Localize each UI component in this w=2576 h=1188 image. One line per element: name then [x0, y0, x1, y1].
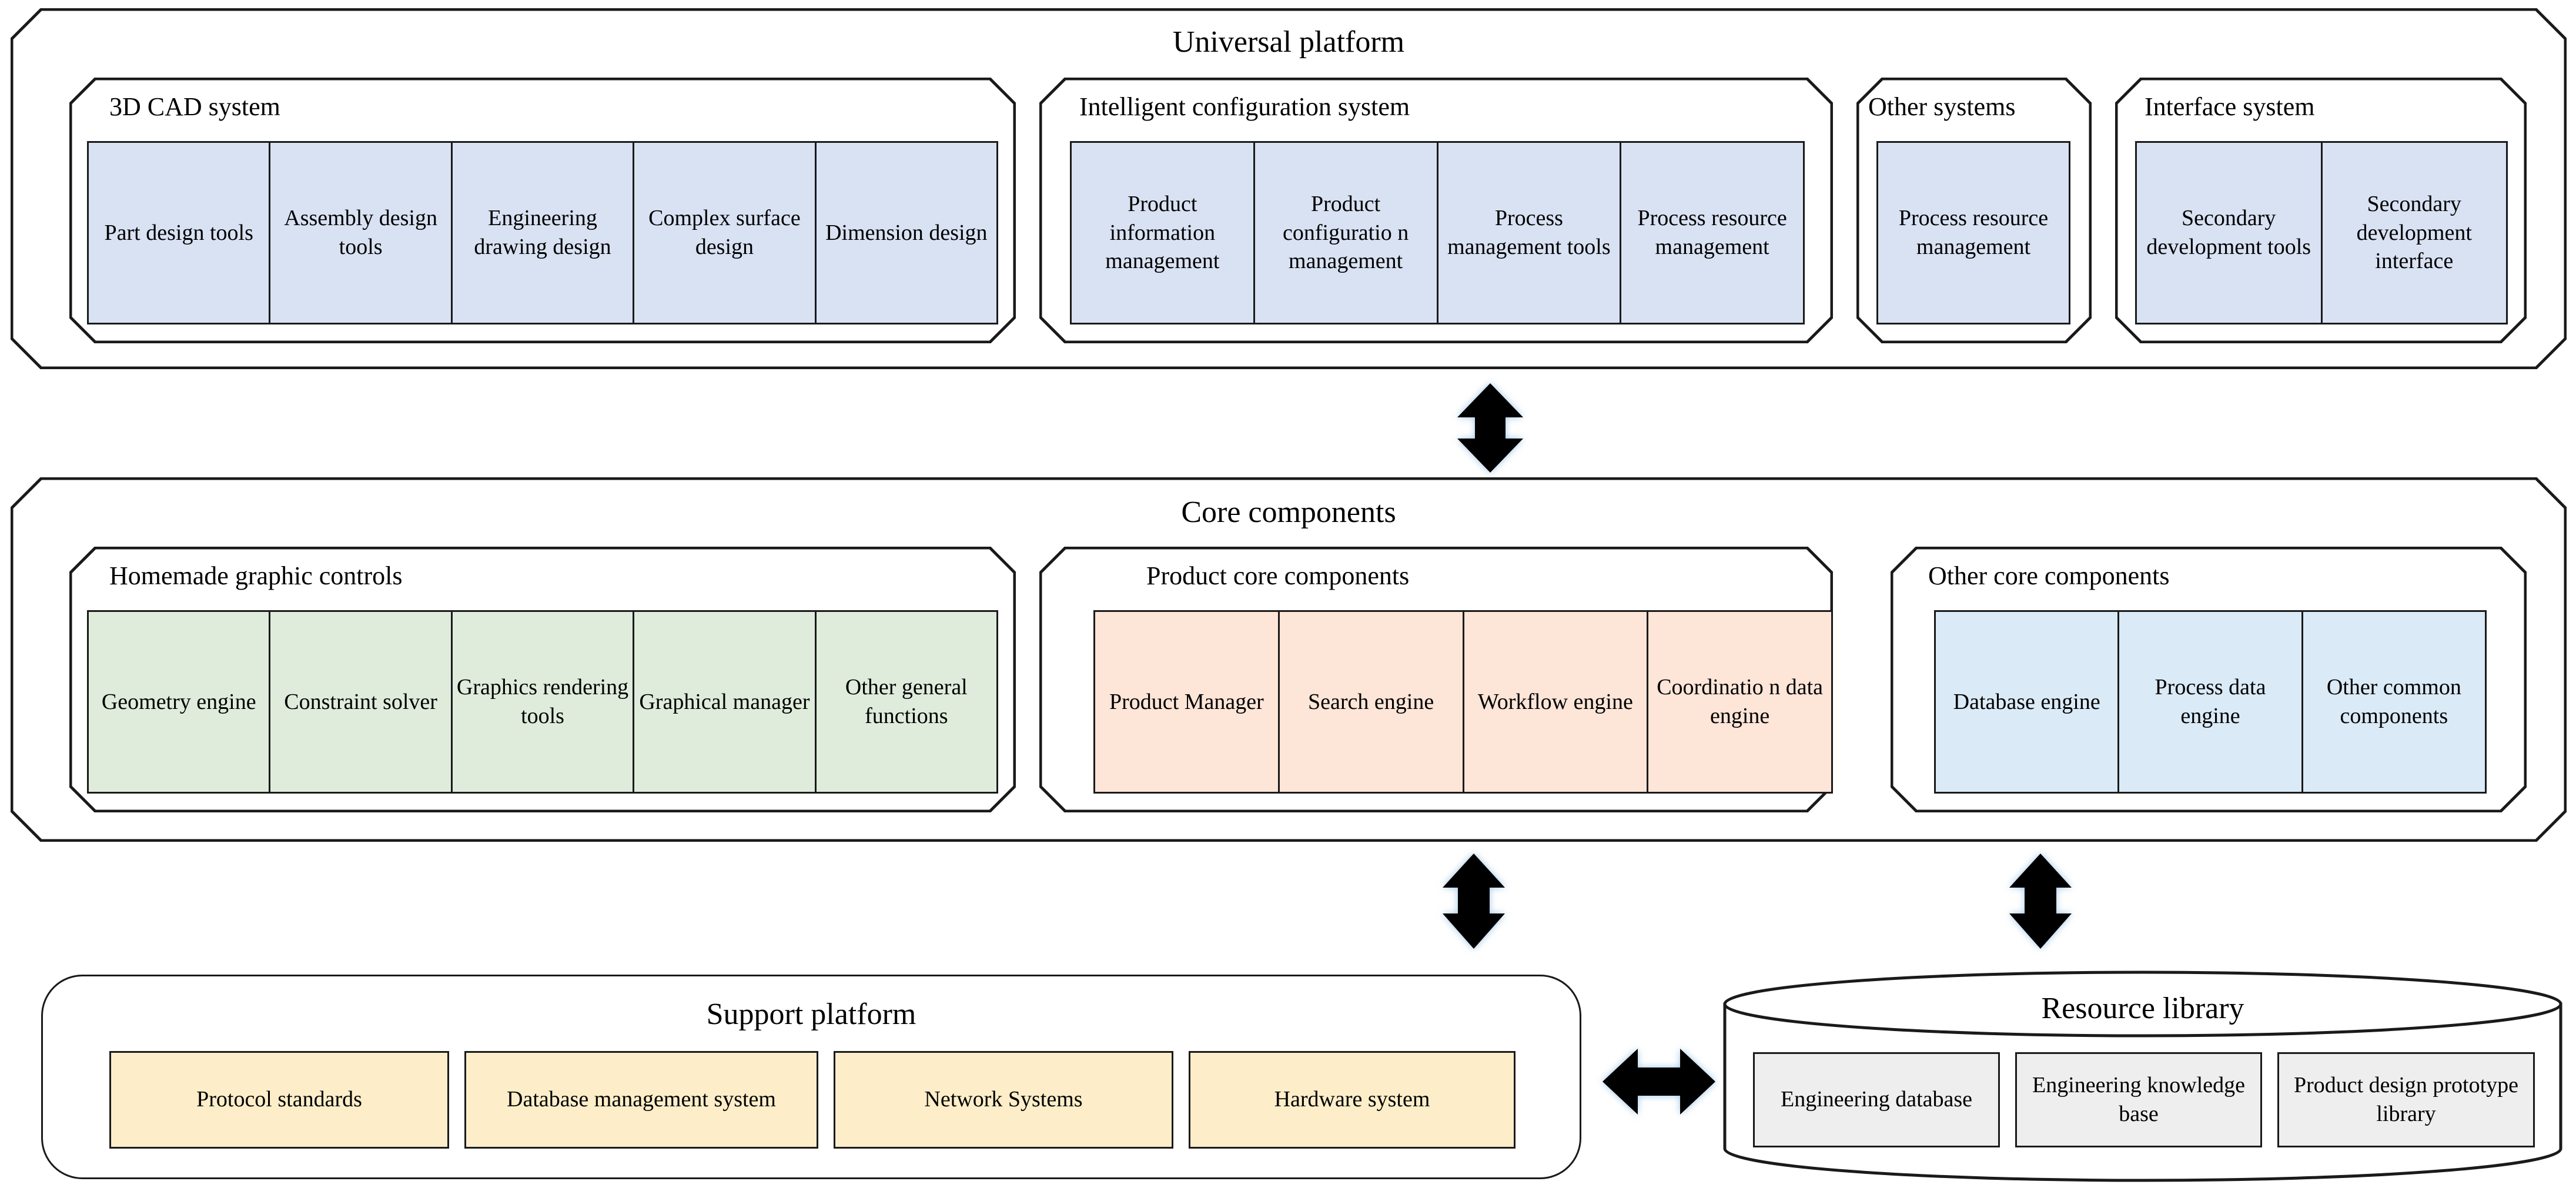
cell-assembly-design-tools[interactable]: Assembly design tools: [270, 143, 453, 323]
tile-database-management-system[interactable]: Database management system: [464, 1051, 818, 1149]
cell-database-engine[interactable]: Database engine: [1936, 612, 2120, 792]
cell-process-management-tools[interactable]: Process management tools: [1438, 143, 1622, 323]
cell-product-information-management[interactable]: Product information management: [1072, 143, 1255, 323]
cell-engineering-drawing[interactable]: Engineering drawing design: [452, 143, 635, 323]
group-product-core-components-title: Product core components: [1146, 561, 1410, 590]
cell-process-resource-management[interactable]: Process resource management: [1621, 143, 1803, 323]
connector-support-to-resource-arrow: [1600, 1040, 1718, 1123]
group-homemade-graphic-controls-title: Homemade graphic controls: [109, 561, 403, 590]
group-other-systems-title: Other systems: [1868, 92, 2016, 121]
tile-hardware-system[interactable]: Hardware system: [1189, 1051, 1516, 1149]
cell-complex-surface-design[interactable]: Complex surface design: [634, 143, 817, 323]
tile-engineering-knowledge-base[interactable]: Engineering knowledge base: [2015, 1052, 2262, 1147]
cell-other-general-functions[interactable]: Other general functions: [816, 612, 997, 792]
tile-engineering-database[interactable]: Engineering database: [1753, 1052, 2000, 1147]
group-other-core-components-title: Other core components: [1928, 561, 2170, 590]
tile-network-systems[interactable]: Network Systems: [834, 1051, 1173, 1149]
cell-product-manager[interactable]: Product Manager: [1095, 612, 1280, 792]
cell-coordination-data-engine[interactable]: Coordinatio n data engine: [1648, 612, 1831, 792]
tile-protocol-standards[interactable]: Protocol standards: [109, 1051, 449, 1149]
cell-strip-3d-cad: Part design tools Assembly design tools …: [87, 141, 998, 324]
cell-strip-homemade-graphic-controls: Geometry engine Constraint solver Graphi…: [87, 610, 998, 794]
support-platform-tiles: Protocol standards Database management s…: [109, 1051, 1532, 1149]
tile-product-design-prototype-library[interactable]: Product design prototype library: [2277, 1052, 2535, 1147]
cell-workflow-engine[interactable]: Workflow engine: [1464, 612, 1649, 792]
connector-core-to-resource-arrow: [2002, 851, 2079, 951]
cell-part-design-tools[interactable]: Part design tools: [89, 143, 271, 323]
cell-dimension-design[interactable]: Dimension design: [816, 143, 997, 323]
cell-strip-product-core-components: Product Manager Search engine Workflow e…: [1093, 610, 1833, 794]
cell-search-engine[interactable]: Search engine: [1279, 612, 1464, 792]
cell-geometry-engine[interactable]: Geometry engine: [89, 612, 271, 792]
core-components-title: Core components: [1181, 496, 1396, 529]
cell-constraint-solver[interactable]: Constraint solver: [270, 612, 453, 792]
cell-process-data-engine[interactable]: Process data engine: [2119, 612, 2303, 792]
universal-platform-title: Universal platform: [1172, 25, 1405, 59]
group-interface-system-title: Interface system: [2145, 92, 2315, 121]
cell-strip-other-systems: Process resource management: [1876, 141, 2070, 324]
group-intelligent-configuration-title: Intelligent configuration system: [1079, 92, 1410, 121]
connector-core-to-support-arrow: [1436, 851, 1512, 951]
cell-secondary-development-interface[interactable]: Secondary development interface: [2322, 143, 2506, 323]
connector-universal-to-core-arrow: [1449, 381, 1531, 475]
group-3d-cad-system-title: 3D CAD system: [109, 92, 280, 121]
cell-process-resource-management-other[interactable]: Process resource management: [1878, 143, 2069, 323]
resource-library-title: Resource library: [2041, 992, 2244, 1025]
resource-library-tiles: Engineering database Engineering knowled…: [1753, 1052, 2535, 1147]
cell-secondary-development-tools[interactable]: Secondary development tools: [2137, 143, 2323, 323]
cell-strip-other-core-components: Database engine Process data engine Othe…: [1934, 610, 2487, 794]
support-platform-title: Support platform: [706, 998, 916, 1031]
cell-other-common-components[interactable]: Other common components: [2303, 612, 2485, 792]
cell-strip-intelligent-configuration: Product information management Product c…: [1070, 141, 1805, 324]
cell-graphics-rendering-tools[interactable]: Graphics rendering tools: [452, 612, 635, 792]
cell-graphical-manager[interactable]: Graphical manager: [634, 612, 817, 792]
cell-strip-interface-system: Secondary development tools Secondary de…: [2135, 141, 2508, 324]
cell-product-configuration-management[interactable]: Product configuratio n management: [1254, 143, 1438, 323]
